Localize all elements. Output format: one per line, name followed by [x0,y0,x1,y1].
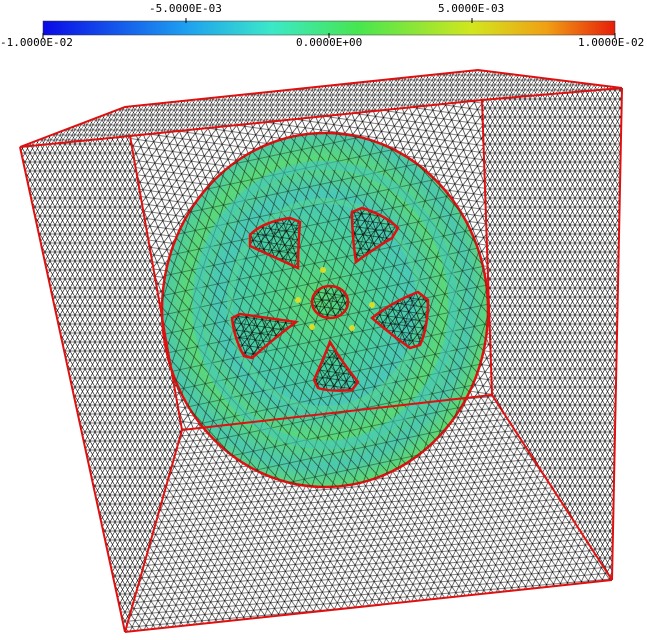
box-edges [19,68,623,633]
mesh-box [19,68,623,633]
box-left-wall [20,136,182,632]
wheel-cutouts [230,206,430,392]
hub-hotspots [295,267,375,331]
colorbar-label-neg-half: -5.0000E-03 [149,2,222,15]
colorbar [42,18,616,38]
colorbar-ticks [42,18,616,38]
colorbar-strip [42,20,616,36]
colorbar-label-pos-half: 5.0000E-03 [438,2,505,15]
cutout-left [230,312,300,360]
cutout-top-left [248,216,302,270]
cutout-bottom [312,339,360,392]
colorbar-label-min: -1.0000E-02 [0,36,73,49]
cutout-right [370,290,430,350]
colorbar-label-zero: 0.0000E+00 [296,36,363,49]
box-top-face [20,70,622,147]
box-right-wall [482,88,622,580]
colorbar-label-max: 1.0000E-02 [578,36,645,49]
cutout-hub [310,284,350,320]
cutout-top-right [350,206,400,265]
